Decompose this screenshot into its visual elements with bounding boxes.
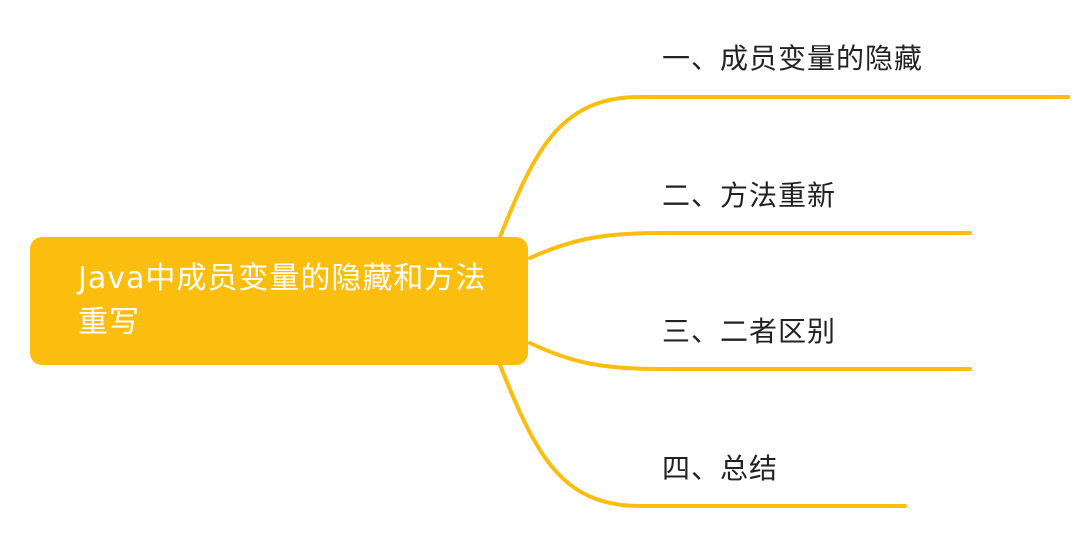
connector-branch-1 xyxy=(498,95,1070,239)
root-node[interactable]: Java中成员变量的隐藏和方法重写 xyxy=(30,237,528,365)
branch-label-differences[interactable]: 三、二者区别 xyxy=(662,315,837,348)
branch-label-method-override[interactable]: 二、方法重新 xyxy=(662,179,837,212)
branch-label-summary[interactable]: 四、总结 xyxy=(662,452,779,485)
connector-branch-2 xyxy=(528,231,972,260)
connector-branch-4 xyxy=(498,363,907,508)
connector-branch-3 xyxy=(528,341,972,371)
branch-label-member-variable-hiding[interactable]: 一、成员变量的隐藏 xyxy=(662,42,924,75)
root-title: Java中成员变量的隐藏和方法重写 xyxy=(78,261,487,340)
